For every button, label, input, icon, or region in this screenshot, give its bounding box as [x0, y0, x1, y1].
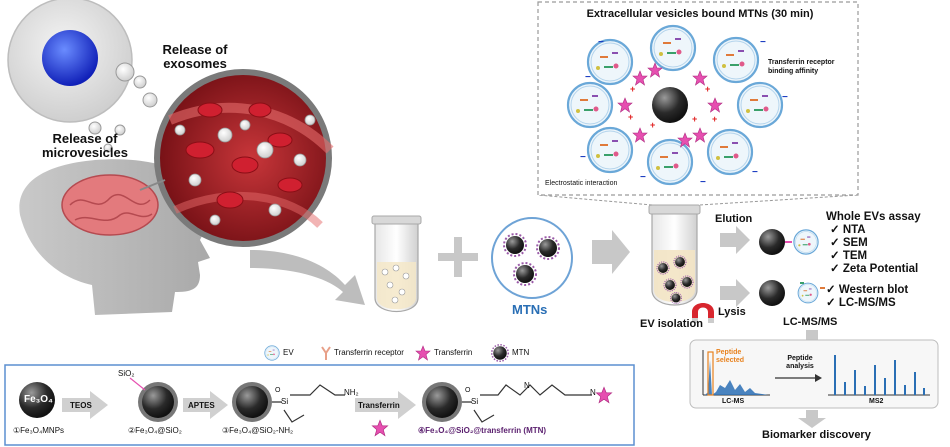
whole-ev-assay: Whole EVs assay ✓ NTA ✓ SEM ✓ TEM ✓ Zeta… — [826, 211, 921, 276]
assay-item: ✓ Western blot — [826, 284, 909, 296]
svg-text:−: − — [640, 172, 646, 183]
svg-text:−: − — [782, 92, 788, 103]
elution-arrow — [720, 226, 750, 254]
ev-isolation-label: EV isolation — [640, 318, 703, 330]
o-label: O — [465, 387, 471, 394]
svg-text:+: + — [628, 112, 633, 122]
arrow-to-isolation — [592, 230, 630, 274]
lcmsms-caption: LC-MS/MS — [783, 316, 838, 328]
lcms-label: LC-MS — [722, 398, 745, 405]
lysis-assay: ✓ Western blot ✓ LC-MS/MS — [826, 284, 908, 310]
lcms-chromatogram — [702, 350, 770, 396]
transferrin-binding-label: Transferrin receptor binding affinity — [768, 59, 835, 75]
synthesis-box — [4, 364, 635, 446]
si-label-4: Si — [471, 397, 479, 406]
mtns-label: MTNs — [512, 302, 548, 317]
reagent-transferrin: Transferrin — [358, 401, 400, 410]
svg-text:+: + — [712, 114, 717, 124]
sio2-label: SiO₂ — [118, 369, 135, 378]
release-microvesicles-label: Release of microvesicles — [41, 131, 128, 160]
mtns-group — [491, 217, 573, 299]
n-label: N — [524, 381, 530, 390]
elution-label: Elution — [715, 213, 753, 225]
assay-item: ✓ Zeta Potential — [830, 263, 919, 275]
brain — [61, 174, 159, 236]
fe3o4-core-label: Fe₃O₄ — [24, 394, 53, 405]
assay-item: ✓ TEM — [830, 250, 868, 262]
cell-nucleus — [42, 30, 98, 86]
svg-text:−: − — [760, 37, 766, 48]
svg-text:+: + — [705, 84, 710, 94]
o-label: O — [275, 387, 281, 394]
legend-transferrin: Transferrin — [434, 348, 473, 357]
peptide-selected-label: Peptide selected — [716, 349, 745, 364]
svg-text:+: + — [630, 84, 635, 94]
svg-text:+: + — [650, 120, 655, 130]
svg-text:−: − — [700, 177, 706, 188]
whole-ev-assay-title: Whole EVs assay — [826, 211, 921, 223]
svg-text:−: − — [580, 152, 586, 163]
assay-item: ✓ LC-MS/MS — [826, 297, 896, 309]
si-label-3: Si — [281, 397, 289, 406]
legend-transferrin-receptor: Transferrin receptor — [334, 348, 404, 357]
legend-ev: EV — [283, 348, 294, 357]
ev-panel-title: Extracellular vesicles bound MTNs (30 mi… — [586, 8, 814, 20]
svg-text:−: − — [752, 167, 758, 178]
arrow-head-to-tube — [250, 250, 365, 305]
assay-item: ✓ SEM — [830, 237, 868, 249]
release-exosomes-label: Release of exosomes — [162, 42, 228, 71]
step1-caption: ①Fe₃O₄MNPs — [13, 426, 65, 435]
svg-text:−: − — [585, 72, 591, 83]
peptide-analysis-label: Peptide analysis — [786, 355, 814, 370]
step2-caption: ②Fe₃O₄@SiO₂ — [128, 426, 182, 435]
magnet-icon — [692, 303, 714, 322]
assay-item: ✓ NTA — [830, 224, 866, 236]
nh2-label: NH₂ — [344, 388, 359, 397]
ms2-spectrum — [828, 355, 930, 396]
ms2-label: MS2 — [869, 398, 884, 405]
biomarker-discovery-label: Biomarker discovery — [762, 429, 871, 441]
step3-caption: ③Fe₃O₄@SiO₂-NH₂ — [222, 426, 294, 435]
lysis-label: Lysis — [718, 306, 746, 318]
electrostatic-label: Electrostatic interaction — [545, 180, 618, 187]
central-mtn — [652, 87, 688, 123]
svg-text:+: + — [692, 114, 697, 124]
lysis-arrow — [720, 279, 750, 307]
legend-mtn: MTN — [512, 348, 530, 357]
n-label: N — [590, 388, 596, 397]
step4-caption: ④Fe₃O₄@SiO₂@transferrin (MTN) — [418, 426, 547, 435]
reagent-aptes: APTES — [188, 401, 215, 410]
reagent-teos: TEOS — [70, 401, 92, 410]
svg-text:−: − — [598, 37, 604, 48]
